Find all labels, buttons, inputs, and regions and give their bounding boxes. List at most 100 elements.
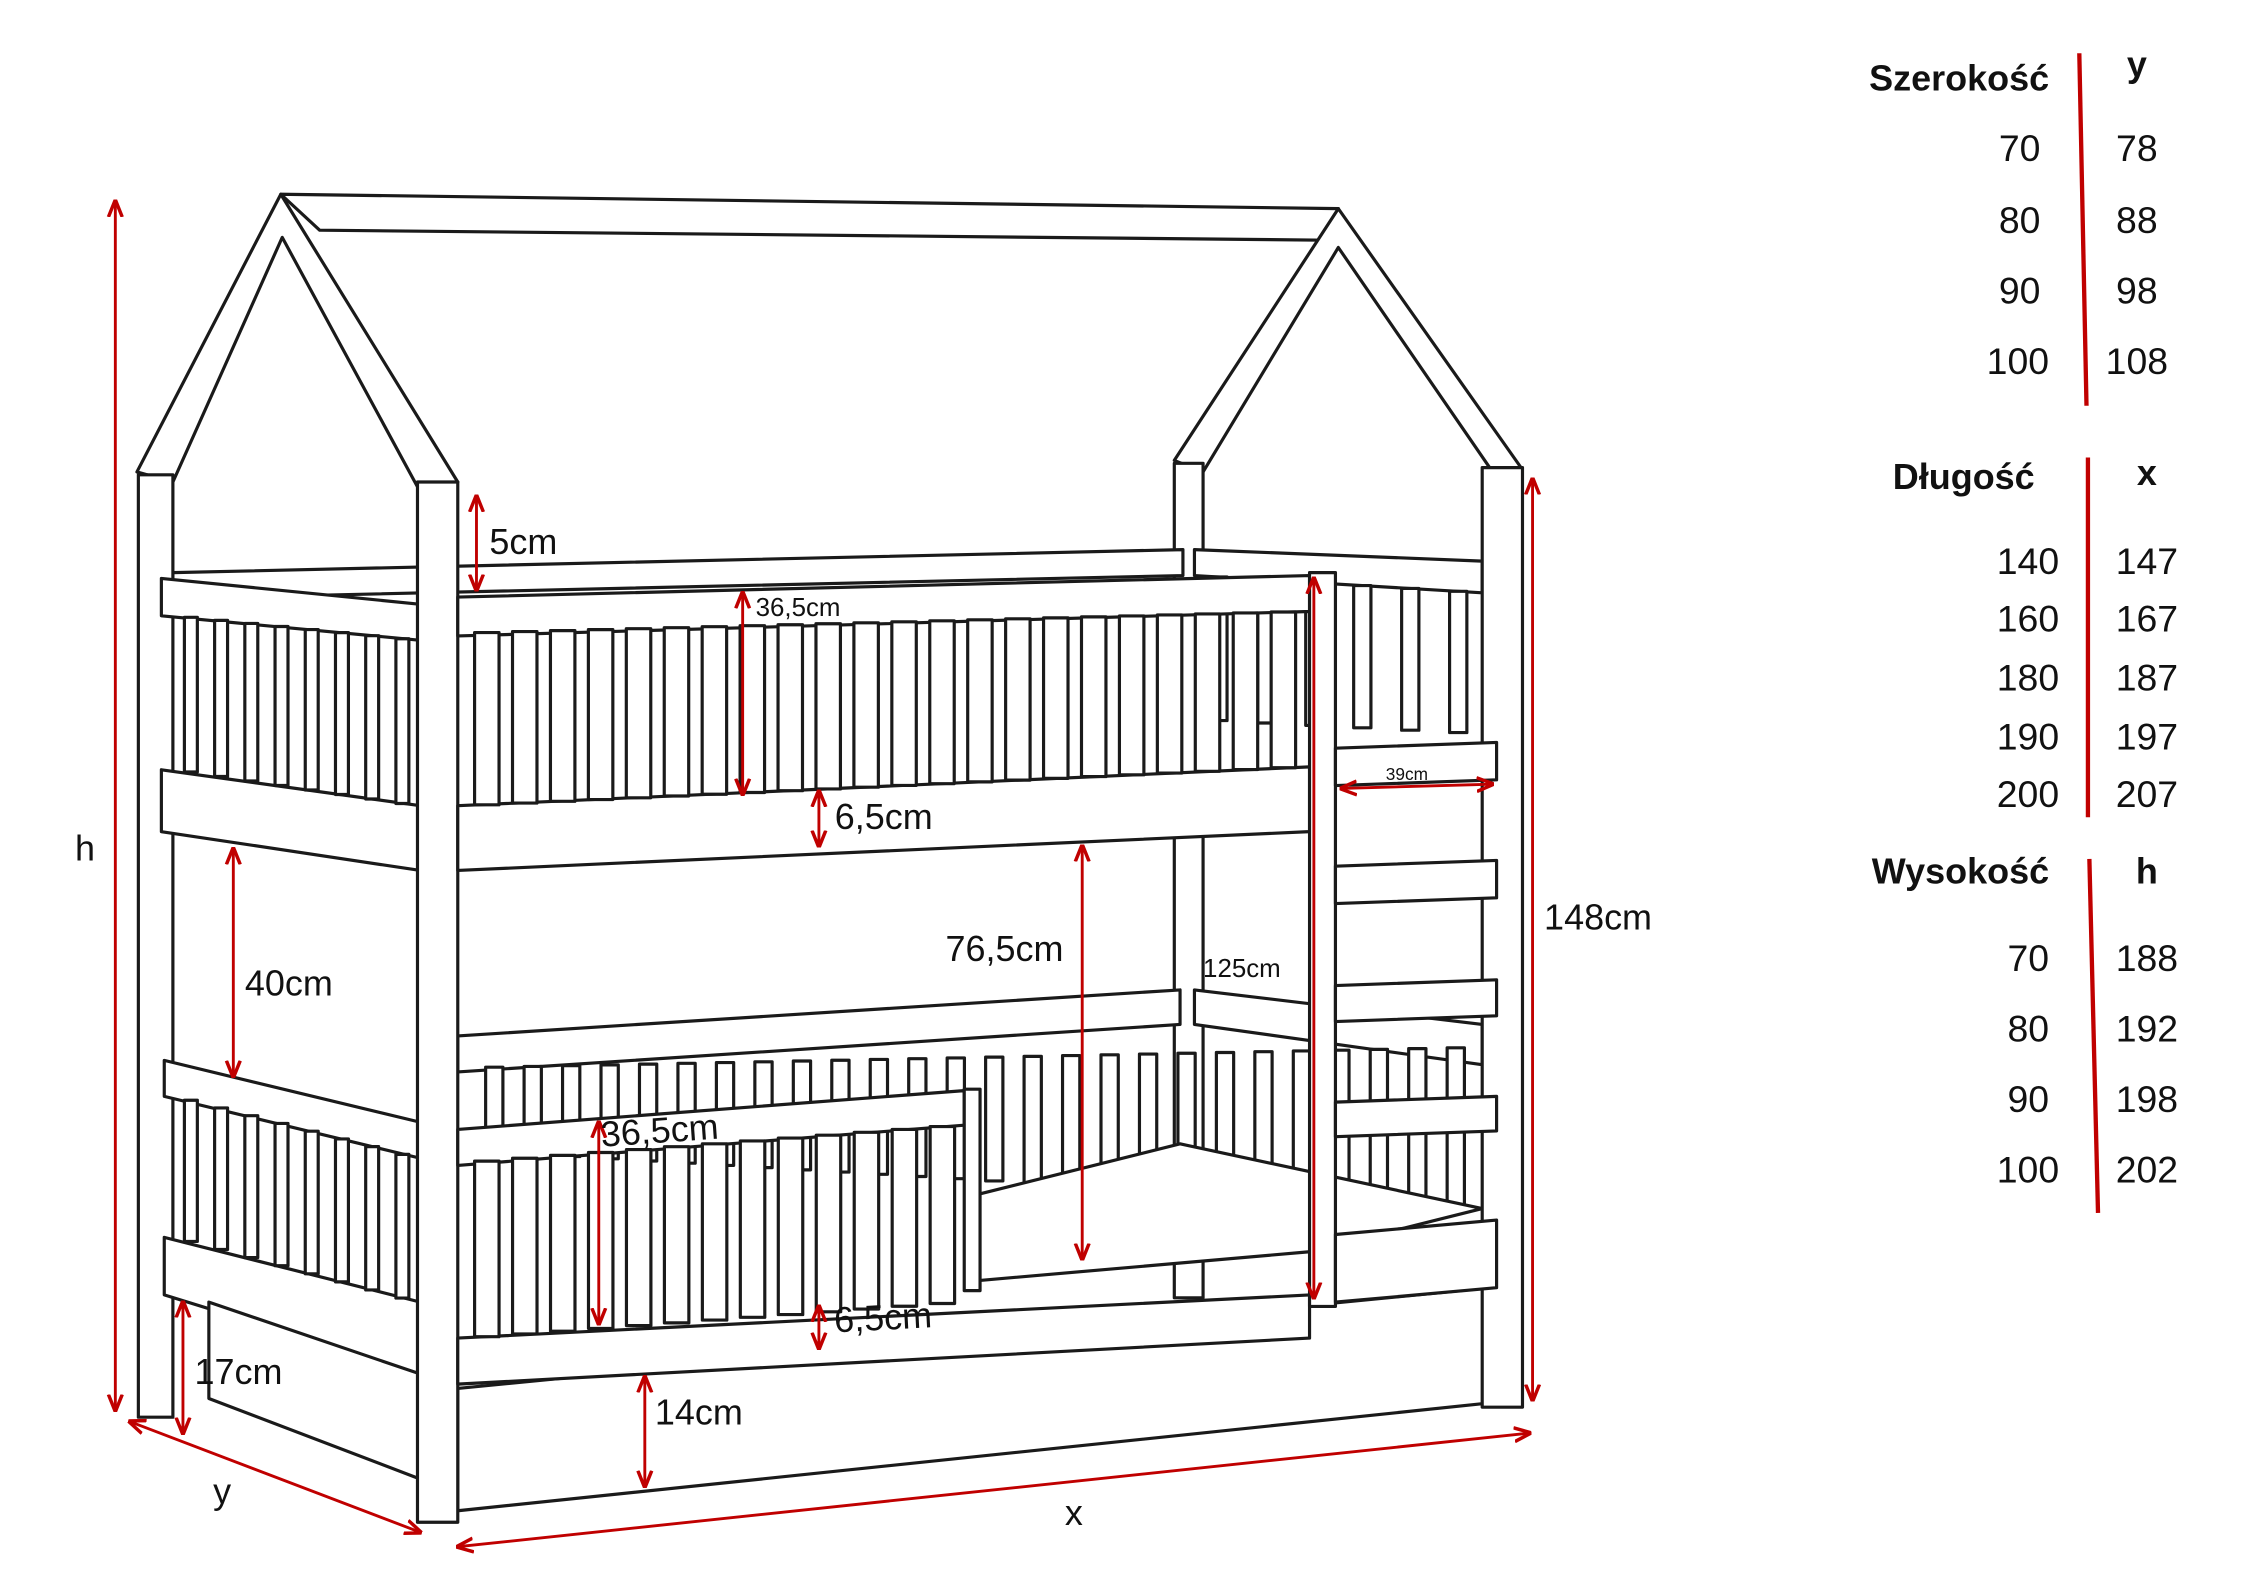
table-cell: 98	[2116, 270, 2158, 312]
table-cell: 188	[2116, 937, 2178, 979]
slat	[273, 624, 290, 788]
ladder-rung	[1333, 858, 1499, 906]
dim-ladder-height-label: 125cm	[1203, 955, 1281, 983]
slat	[1041, 616, 1070, 780]
left-front-post	[415, 480, 460, 1524]
slat	[510, 630, 539, 805]
table-cell: 80	[2007, 1008, 2049, 1050]
slat	[984, 1055, 1005, 1183]
dim-front-height-label: 148cm	[1544, 896, 1652, 937]
table-cell: 187	[2116, 657, 2178, 699]
slat	[662, 626, 691, 798]
table-symbol: y	[2127, 43, 2147, 84]
left-lower-slats	[182, 1098, 411, 1300]
dim-upper-rail-label: 6,5cm	[835, 796, 933, 837]
dim-lower-gap-label: 40cm	[245, 963, 333, 1004]
slat	[472, 631, 501, 807]
slat	[303, 627, 320, 792]
slat	[510, 1156, 539, 1336]
table-cell: 70	[1999, 127, 2041, 169]
table-cell: 78	[2116, 127, 2158, 169]
left-lower-top-rail	[162, 1058, 422, 1160]
table-cell: 147	[2116, 540, 2178, 582]
dim-y-label: y	[213, 1471, 231, 1512]
dim-lower-rail-label: 6,5cm	[833, 1294, 933, 1340]
ridge-beam	[279, 192, 1340, 242]
table-cell: 202	[2116, 1149, 2178, 1191]
table-cell: 90	[1999, 270, 2041, 312]
ladder-rung	[1333, 1094, 1499, 1139]
dim-ladder-width-label: 39cm	[1386, 764, 1428, 784]
slat	[1352, 584, 1373, 730]
slat	[243, 621, 260, 783]
slat	[586, 1150, 615, 1330]
slat	[1079, 615, 1108, 779]
size-table-dlugosc: Długość x 140 147 160 167 180 187 190 19…	[1893, 452, 2178, 818]
table-separator	[2087, 858, 2101, 1213]
table-header: Wysokość	[1872, 850, 2049, 891]
slat	[182, 615, 199, 774]
table-cell: 207	[2116, 773, 2178, 815]
slat	[1231, 611, 1260, 772]
slat	[1117, 614, 1146, 777]
slat	[624, 1148, 653, 1328]
dim-x-label: x	[1065, 1492, 1083, 1533]
slat	[213, 1106, 230, 1252]
slat	[1004, 617, 1032, 782]
slat	[852, 1130, 881, 1311]
table-cell: 167	[2116, 598, 2178, 640]
slat	[1269, 610, 1298, 770]
table-symbol: h	[2136, 850, 2158, 891]
ladder-rung	[1333, 978, 1499, 1024]
slat	[273, 1121, 290, 1268]
table-cell: 108	[2106, 340, 2168, 382]
dim-top-gap-label: 5cm	[489, 521, 557, 562]
slat	[1193, 612, 1222, 773]
table-cell: 197	[2116, 716, 2178, 758]
slat	[700, 1142, 729, 1322]
slat	[303, 1129, 320, 1276]
back-gable	[1172, 207, 1523, 480]
slat	[814, 1133, 843, 1314]
dim-h-label: h	[75, 827, 95, 868]
dim-leg-label: 17cm	[194, 1351, 282, 1392]
front-gable	[135, 192, 460, 494]
slat	[364, 1145, 381, 1292]
slat	[333, 1137, 351, 1284]
bed-drawing	[135, 192, 1525, 1524]
table-cell: 180	[1997, 657, 2059, 699]
left-upper-slats	[182, 615, 411, 806]
lower-front-rail	[456, 1293, 1312, 1386]
table-cell: 140	[1997, 540, 2059, 582]
slat	[700, 625, 729, 796]
slat	[548, 1153, 577, 1333]
table-header: Szerokość	[1869, 58, 2049, 99]
slat	[890, 620, 918, 788]
dim-clearance-label: 76,5cm	[946, 928, 1064, 969]
slat	[394, 637, 411, 806]
slat	[243, 1114, 260, 1260]
dim-ladder-width-arrow	[1341, 784, 1492, 788]
slat	[814, 622, 843, 791]
slat	[662, 1145, 691, 1325]
dim-lower-guard-label: 36,5cm	[599, 1106, 720, 1155]
table-cell: 80	[1999, 199, 2041, 241]
ladder-step-platform	[1333, 1218, 1499, 1304]
ladder-rungs	[1333, 740, 1499, 1139]
ladder-rung	[1333, 740, 1499, 788]
size-table-szerokosc: Szerokość y 70 78 80 88 90 98 100 108	[1869, 43, 2168, 406]
slat	[182, 1098, 199, 1244]
table-cell: 100	[1987, 340, 2049, 382]
slat	[928, 619, 956, 786]
table-cell: 198	[2116, 1078, 2178, 1120]
table-separator	[2077, 53, 2089, 406]
upper-front-slats	[472, 610, 1298, 807]
slat	[966, 618, 994, 784]
slat	[333, 631, 351, 797]
dim-upper-guard-label: 36,5cm	[756, 594, 841, 622]
slat	[928, 1125, 957, 1306]
slat	[776, 623, 805, 793]
slat	[1155, 613, 1184, 775]
slat	[1022, 1054, 1043, 1185]
slat	[1448, 589, 1469, 735]
